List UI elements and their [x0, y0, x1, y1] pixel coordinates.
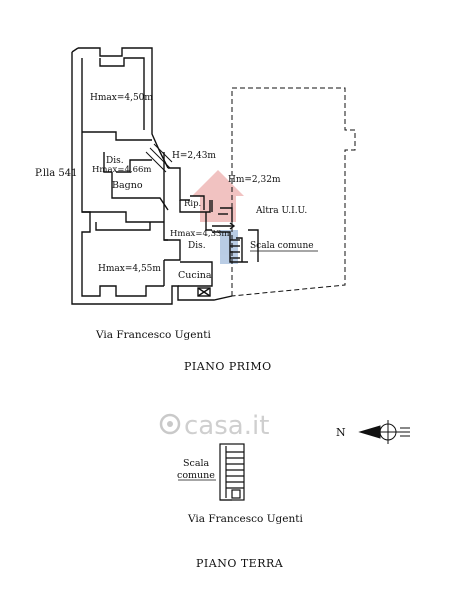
ground-floor-stair: [219, 443, 245, 501]
floor-title-piano-primo: PIANO PRIMO: [184, 360, 272, 373]
room-height-label: Hmax=4,66m: [92, 165, 151, 175]
room-label-bagno: Bagno: [112, 180, 143, 191]
brand-logo-watermark: [192, 170, 244, 264]
room-height-label: Hmax=4,50m: [90, 93, 153, 103]
north-arrow-icon: [358, 420, 410, 444]
room-label-rip: Rip.: [184, 199, 201, 209]
room-label-cucina: Cucina: [178, 270, 212, 281]
room-height-label: Hm=2,32m: [228, 175, 281, 185]
room-label-dis-lower: Dis.: [188, 241, 206, 251]
parcel-label: P.lla 541: [35, 168, 78, 179]
casa-watermark: casa.it: [159, 411, 269, 441]
room-height-label: Hmax=4,55m: [98, 264, 161, 274]
room-label-dis-upper: Dis.: [106, 156, 124, 166]
north-label: N: [336, 426, 346, 439]
upper-floor-walls: [71, 47, 259, 305]
stair-hatch: [145, 143, 173, 173]
room-label-scala-comune: Scala comune: [250, 241, 314, 251]
watermark-text: casa.it: [184, 411, 269, 441]
room-height-label: H=2,43m: [172, 151, 216, 161]
room-height-label: Hmax=4,33m: [170, 229, 229, 239]
floor-title-piano-terra: PIANO TERRA: [196, 557, 284, 570]
street-label-ground: Via Francesco Ugenti: [187, 513, 303, 525]
stair-label-line2: comune: [177, 470, 215, 481]
adjacent-property-outline: [231, 87, 356, 297]
street-label-upper: Via Francesco Ugenti: [95, 329, 211, 341]
room-label-altra-uiu: Altra U.I.U.: [255, 206, 307, 216]
stair-label-line1: Scala: [183, 458, 210, 469]
